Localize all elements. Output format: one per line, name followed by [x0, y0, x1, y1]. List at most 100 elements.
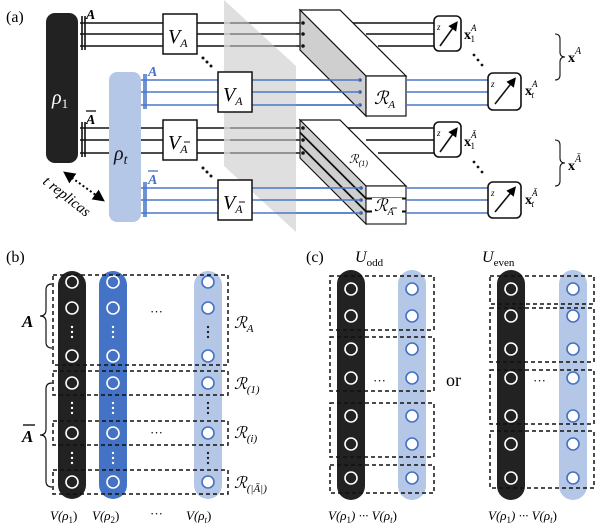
- block-RA: ℛA: [298, 8, 408, 118]
- brace-A-label: A: [21, 312, 33, 331]
- qubit-rhot: [201, 426, 215, 440]
- svg-text:z: z: [490, 79, 495, 89]
- qubit-rho1: [65, 301, 79, 315]
- vertical-ellipsis-dot: [206, 401, 210, 405]
- dots-VAbar: [201, 166, 213, 178]
- vertical-ellipsis-dot: [206, 335, 210, 339]
- dots-meters-A: [472, 53, 484, 67]
- qubit-grid-b: [65, 275, 215, 489]
- vertical-ellipsis-dot: [206, 411, 210, 415]
- qubit-c: [405, 437, 419, 451]
- qubit-rhot: [201, 349, 215, 363]
- wires-to-meter-Abar1: [354, 127, 434, 154]
- col-label-1: V(ρ1): [50, 508, 77, 525]
- qubit-c: [344, 342, 358, 356]
- qubit-c: [566, 342, 580, 356]
- panel-c: (c) Uodd Ueven ··· ··· or V(ρ1) ··· V(ρt…: [306, 249, 595, 525]
- svg-text:z: z: [490, 188, 495, 198]
- vertical-ellipsis-dot: [111, 325, 115, 329]
- vertical-ellipsis-dot: [70, 335, 74, 339]
- qubit-c: [504, 282, 518, 296]
- qubit-c: [405, 409, 419, 423]
- column-odd-rho-1: [337, 270, 365, 500]
- title-U-odd: Uodd: [355, 249, 384, 269]
- qubit-c: [344, 282, 358, 296]
- dots-VA: [201, 56, 213, 68]
- vertical-ellipsis-dot: [70, 461, 74, 465]
- qubit-rhot: [201, 275, 215, 289]
- svg-text:VA: VA: [223, 84, 243, 108]
- qubit-rho1: [65, 426, 79, 440]
- rho-t-register: [109, 72, 141, 222]
- block-RAbar-stack: ℛ(1) ℛA: [298, 118, 408, 226]
- group-label-A: xA: [568, 46, 582, 66]
- vertical-ellipsis-dot: [206, 456, 210, 460]
- qubit-c: [405, 371, 419, 385]
- dots-h-1: ···: [150, 304, 163, 319]
- block-RAbar-label: ℛA: [374, 196, 395, 218]
- qubit-c: [405, 342, 419, 356]
- block-R1-label: ℛ(1): [349, 152, 368, 168]
- meter-A-1: z: [433, 15, 462, 52]
- qubit-c: [566, 471, 580, 485]
- vertical-ellipsis-dot: [111, 411, 115, 415]
- label-R1: ℛ(1): [234, 376, 260, 396]
- svg-text:A: A: [147, 173, 157, 188]
- brace-Abar: [39, 382, 53, 488]
- vertical-ellipsis-dot: [70, 406, 74, 410]
- wires-to-meter-At: [406, 79, 488, 106]
- svg-text:A: A: [21, 427, 33, 446]
- column-even-rho-1: [497, 270, 525, 500]
- qubit-rho2: [106, 349, 120, 363]
- qubit-rho2: [106, 301, 120, 315]
- qubit-rho2: [106, 275, 120, 289]
- vertical-ellipsis-dot: [206, 325, 210, 329]
- vertical-ellipsis-dot: [111, 401, 115, 405]
- brace-group-A: [554, 33, 566, 81]
- region-RAbar: [52, 469, 229, 495]
- panel-c-label: (c): [306, 249, 324, 266]
- rho-1-register: [46, 13, 78, 163]
- col-label-2: V(ρ2): [92, 508, 119, 525]
- qubit-rho2: [106, 376, 120, 390]
- qubit-c: [504, 342, 518, 356]
- vertical-ellipsis-dot: [70, 330, 74, 334]
- vertical-ellipsis-dot: [206, 461, 210, 465]
- qubit-c: [504, 309, 518, 323]
- unitary-VA-1: VA: [162, 13, 198, 55]
- wires-to-meter-A1: [354, 22, 434, 47]
- qubit-c: [566, 282, 580, 296]
- column-even-rho-t: [559, 270, 587, 500]
- qubit-c: [566, 371, 580, 385]
- vertical-ellipsis-dot: [206, 330, 210, 334]
- svg-text:VA: VA: [168, 26, 188, 50]
- qubit-c: [504, 471, 518, 485]
- vertical-ellipsis-dot: [206, 406, 210, 410]
- panel-b-label: (b): [6, 249, 25, 266]
- title-U-even: Ueven: [482, 249, 515, 269]
- qubit-c: [566, 309, 580, 323]
- subsystem-A-label-t: A: [147, 65, 157, 80]
- col-label-t: V(ρt): [186, 508, 211, 525]
- qubit-c: [344, 371, 358, 385]
- subsystem-Abar-label-t: A: [147, 170, 158, 188]
- dots-h-even: ···: [533, 373, 546, 388]
- panel-a: (a) ρ1 A A: [6, 0, 582, 232]
- col-label-sep: ···: [150, 506, 163, 521]
- vertical-ellipsis-dot: [206, 451, 210, 455]
- panel-a-label: (a): [6, 9, 24, 26]
- qubit-grid-c: [344, 282, 580, 485]
- time-slice-plane: [224, 0, 296, 232]
- vertical-ellipsis-dot: [111, 330, 115, 334]
- rho-1-label: ρ1: [51, 87, 68, 111]
- group-label-Abar: xĀ: [568, 153, 582, 174]
- svg-text:A: A: [85, 113, 95, 128]
- qubit-c: [405, 282, 419, 296]
- unitary-VAbar-1: VA: [162, 119, 198, 161]
- or-label: or: [446, 370, 461, 390]
- subsystem-A-label: A: [85, 8, 95, 23]
- svg-text:ℛA: ℛA: [374, 88, 395, 111]
